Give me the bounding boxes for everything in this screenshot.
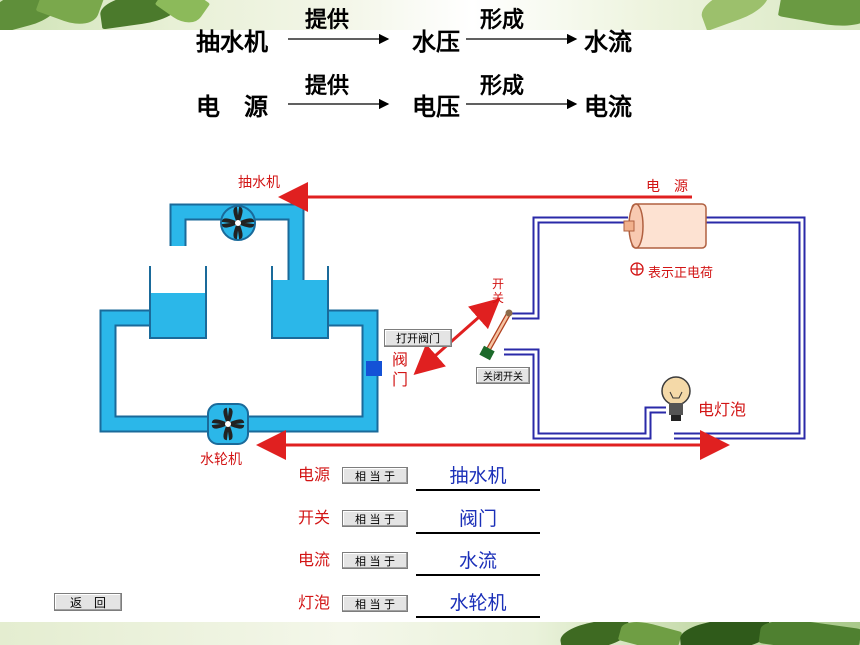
- bulb-label: 电灯泡: [698, 400, 747, 419]
- analogy-water-pressure: 水压: [412, 28, 460, 56]
- equivalent-to-button[interactable]: 相 当 于: [342, 510, 408, 527]
- left-tank-water: [150, 293, 206, 337]
- positive-charge-icon: [630, 262, 644, 276]
- analogy-pump: 抽水机: [196, 28, 268, 56]
- equivalence-answer: 水流: [458, 550, 497, 572]
- analogy-voltage: 电压: [412, 93, 460, 121]
- equivalence-answer: 水轮机: [449, 592, 507, 614]
- light-bulb-icon: [661, 376, 691, 421]
- pump-label: 抽水机: [238, 175, 280, 191]
- answer-underline: [416, 616, 540, 618]
- equivalence-term: 灯泡: [298, 593, 331, 612]
- valve-icon: [366, 361, 382, 376]
- analogy-power-source: 电 源: [196, 93, 268, 121]
- right-tank: [271, 266, 329, 339]
- back-button[interactable]: 返 回: [54, 593, 122, 611]
- water-system: [99, 203, 382, 445]
- analogy-provides-label: 提供: [305, 74, 350, 99]
- switch-valve-arrow: [413, 298, 501, 375]
- turbine-label: 水轮机: [200, 452, 242, 468]
- analogy-forms-label: 形成: [480, 74, 525, 99]
- close-switch-button[interactable]: 关闭开关: [476, 367, 530, 384]
- power-source-label: 电 源: [646, 179, 688, 195]
- equivalent-to-button[interactable]: 相 当 于: [342, 595, 408, 612]
- equivalence-answer: 阀门: [458, 508, 497, 530]
- left-tank: [149, 266, 207, 339]
- electric-circuit: [504, 216, 806, 440]
- top-leaf-band: [0, 0, 860, 30]
- equivalent-to-button[interactable]: 相 当 于: [342, 467, 408, 484]
- equivalence-answer: 抽水机: [449, 465, 507, 487]
- open-valve-button[interactable]: 打开阀门: [384, 329, 452, 347]
- equivalent-to-button[interactable]: 相 当 于: [342, 552, 408, 569]
- answer-underline: [416, 489, 540, 491]
- turbine-wheel-icon: [211, 407, 245, 441]
- answer-underline: [416, 574, 540, 576]
- right-tank-water: [272, 280, 328, 337]
- analogy-current: 电流: [584, 93, 632, 121]
- analogy-forms-label: 形成: [480, 8, 525, 33]
- equivalence-term: 电源: [298, 465, 331, 484]
- analogy-provides-label: 提供: [305, 8, 350, 33]
- wire-bottom-left: [504, 348, 666, 440]
- switch-label-1: 开: [492, 277, 505, 291]
- analogy-water-flow: 水流: [584, 28, 632, 56]
- bottom-leaf-band: [0, 622, 860, 645]
- valve-label-2: 门: [392, 370, 409, 389]
- pump-impeller-icon: [221, 206, 255, 240]
- wire-top-left: [512, 216, 628, 320]
- answer-underline: [416, 532, 540, 534]
- battery-icon: [623, 203, 707, 249]
- valve-label-1: 阀: [392, 350, 409, 369]
- equivalence-term: 电流: [298, 550, 331, 569]
- positive-charge-legend: 表示正电荷: [648, 266, 714, 281]
- switch-label-2: 关: [492, 291, 505, 305]
- equivalence-term: 开关: [298, 508, 331, 527]
